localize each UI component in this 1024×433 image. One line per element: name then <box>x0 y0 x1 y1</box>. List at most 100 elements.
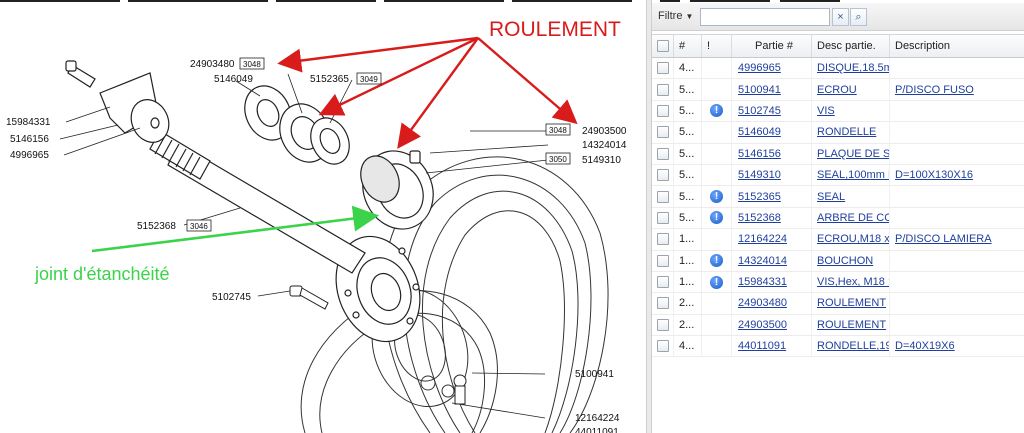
table-row[interactable]: 4... 4996965 DISQUE,18.5m <box>652 58 1024 80</box>
clear-filter-button[interactable]: × <box>832 8 849 26</box>
part-number-link[interactable]: 15984331 <box>738 276 787 289</box>
header-col-alert[interactable]: ! <box>702 35 732 57</box>
row-select-cell[interactable] <box>652 314 674 336</box>
part-desc-link[interactable]: SEAL,100mm I <box>817 169 890 182</box>
row-description-cell <box>890 101 1024 121</box>
row-part-cell: 5152368 <box>732 207 812 229</box>
part-desc-link[interactable]: RONDELLE <box>817 126 877 139</box>
row-checkbox[interactable] <box>656 254 669 267</box>
part-number-link[interactable]: 4996965 <box>738 62 781 75</box>
part-desc-link[interactable]: ARBRE DE CC <box>817 211 890 224</box>
header-col-part[interactable]: Partie # <box>732 35 812 57</box>
part-number-link[interactable]: 44011091 <box>738 340 787 353</box>
part-desc-link[interactable]: SEAL <box>817 190 846 203</box>
row-select-cell[interactable] <box>652 293 674 314</box>
part-desc-link[interactable]: VIS <box>817 104 835 117</box>
row-checkbox[interactable] <box>656 147 669 160</box>
row-checkbox[interactable] <box>656 211 669 224</box>
row-select-cell[interactable] <box>652 164 674 186</box>
description-link[interactable]: D=100X130X16 <box>895 169 973 182</box>
description-link[interactable]: P/DISCO LAMIERA <box>895 233 992 246</box>
part-number-link[interactable]: 14324014 <box>738 254 787 267</box>
table-row[interactable]: 5...! 5152368 ARBRE DE CC <box>652 207 1024 230</box>
row-checkbox[interactable] <box>656 340 669 353</box>
row-checkbox[interactable] <box>656 297 669 310</box>
row-checkbox[interactable] <box>656 318 669 331</box>
description-link[interactable]: D=40X19X6 <box>895 340 955 353</box>
filter-menu-button[interactable]: Filtre▼ <box>658 10 693 22</box>
description-link[interactable]: P/DISCO FUSO <box>895 83 974 96</box>
part-number-link[interactable]: 12164224 <box>738 233 787 246</box>
part-desc-link[interactable]: ROULEMENT <box>817 318 887 331</box>
part-desc-link[interactable]: ROULEMENT <box>817 297 887 310</box>
row-select-cell[interactable] <box>652 79 674 100</box>
row-select-cell[interactable] <box>652 100 674 122</box>
part-desc-link[interactable]: BOUCHON <box>817 254 874 267</box>
info-icon[interactable]: ! <box>710 104 723 118</box>
part-desc-link[interactable]: RONDELLE,19 <box>817 340 890 353</box>
row-select-cell[interactable] <box>652 207 674 229</box>
row-checkbox[interactable] <box>656 233 669 246</box>
row-select-cell[interactable] <box>652 58 674 79</box>
header-select-all[interactable] <box>652 35 674 57</box>
row-checkbox[interactable] <box>656 276 669 289</box>
part-desc-link[interactable]: ECROU <box>817 83 857 96</box>
info-icon[interactable]: ! <box>710 211 723 225</box>
tag-3048-upper: 3048 <box>243 60 261 69</box>
row-select-cell[interactable] <box>652 229 674 250</box>
header-col-num[interactable]: # <box>674 35 702 57</box>
row-select-cell[interactable] <box>652 143 674 164</box>
part-desc-link[interactable]: DISQUE,18.5m <box>817 62 890 75</box>
row-select-cell[interactable] <box>652 336 674 357</box>
part-number-link[interactable]: 5100941 <box>738 83 781 96</box>
row-select-cell[interactable] <box>652 122 674 143</box>
row-checkbox[interactable] <box>656 190 669 203</box>
info-icon[interactable]: ! <box>710 254 723 268</box>
part-number-link[interactable]: 5102745 <box>738 104 781 117</box>
select-all-checkbox[interactable] <box>656 40 669 52</box>
tag-box <box>239 57 265 70</box>
row-num-cell: 4... <box>674 58 702 79</box>
row-checkbox[interactable] <box>656 126 669 139</box>
part-number-link[interactable]: 5149310 <box>738 169 781 182</box>
info-icon[interactable]: ! <box>710 275 723 289</box>
part-desc-link[interactable]: PLAQUE DE S <box>817 147 890 160</box>
row-select-cell[interactable] <box>652 186 674 207</box>
part-number-link[interactable]: 5146156 <box>738 147 781 160</box>
part-number-link[interactable]: 5152368 <box>738 211 781 224</box>
row-part-cell: 5146049 <box>732 122 812 143</box>
part-desc-link[interactable]: ECROU,M18 x <box>817 233 890 246</box>
search-button[interactable]: ⌕ <box>850 8 867 26</box>
header-col-description[interactable]: Description <box>890 35 1024 57</box>
row-num-cell: 5... <box>674 207 702 229</box>
part-number-link[interactable]: 24903500 <box>738 318 787 331</box>
row-select-cell[interactable] <box>652 250 674 271</box>
row-checkbox[interactable] <box>656 104 669 117</box>
info-icon[interactable]: ! <box>710 190 723 204</box>
row-checkbox[interactable] <box>656 83 669 96</box>
row-checkbox[interactable] <box>656 169 669 182</box>
pane-splitter[interactable] <box>646 0 652 433</box>
part-number-link[interactable]: 24903480 <box>738 297 787 310</box>
part-number-link[interactable]: 5152365 <box>738 190 781 203</box>
row-checkbox[interactable] <box>656 62 669 75</box>
row-select-cell[interactable] <box>652 271 674 293</box>
filter-input[interactable] <box>700 8 830 26</box>
part-number-link[interactable]: 5146049 <box>738 126 781 139</box>
part-desc-link[interactable]: VIS,Hex, M18 : <box>817 276 890 289</box>
header-col-desc[interactable]: Desc partie. <box>812 35 890 57</box>
parts-panel: Filtre▼ × ⌕ # ! Partie # Desc partie. De… <box>652 3 1024 433</box>
